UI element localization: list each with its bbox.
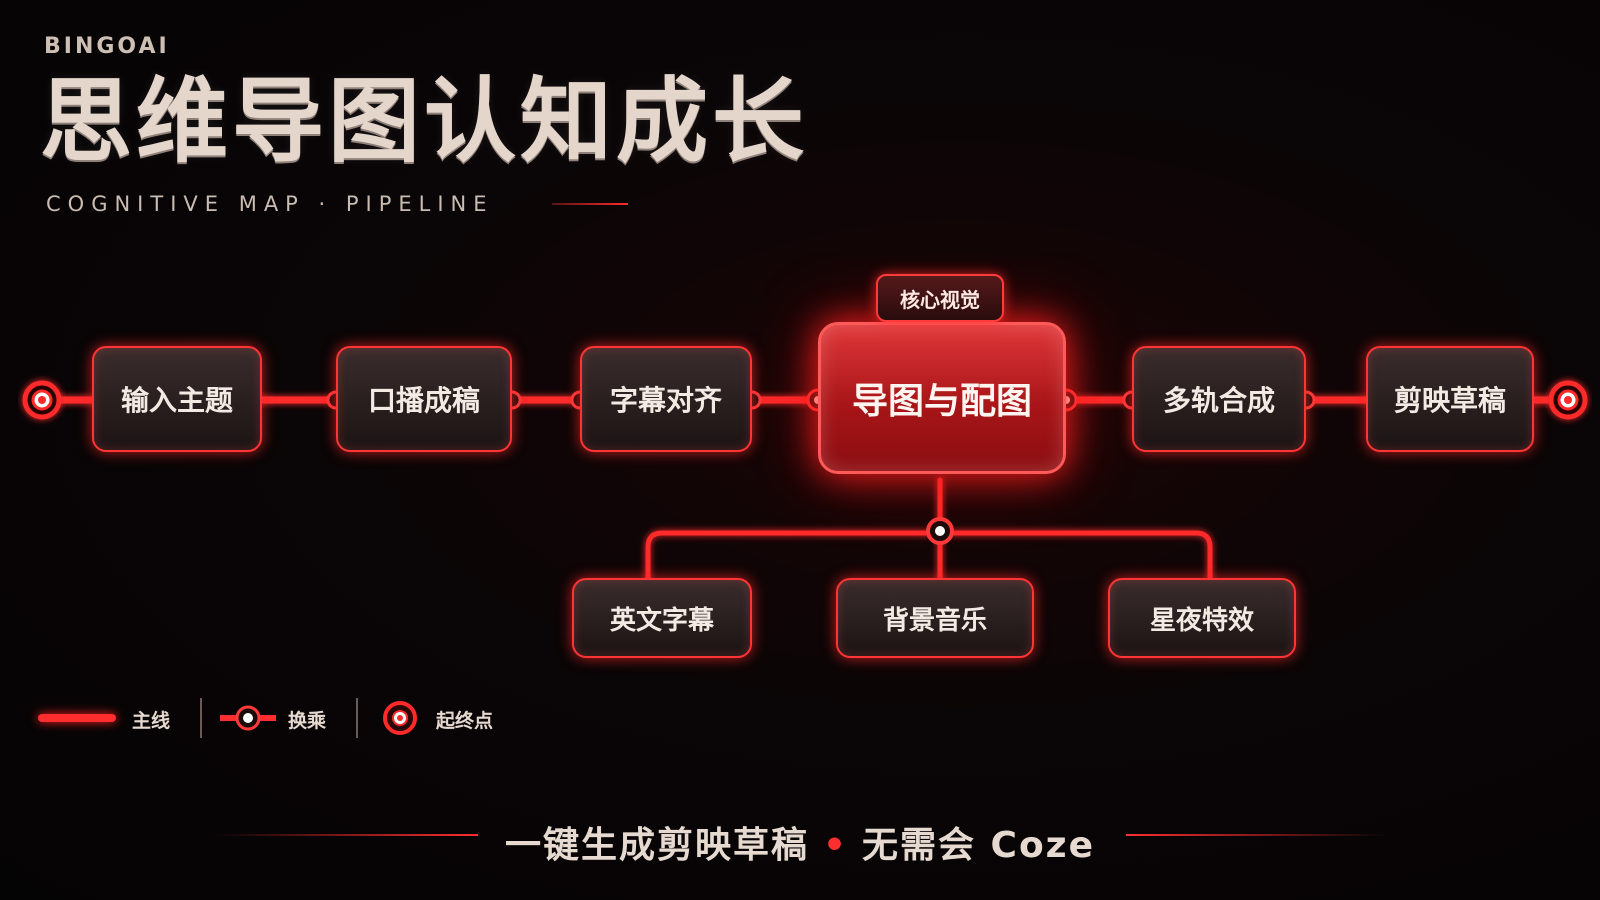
start-terminal (22, 380, 62, 420)
pipeline-node-jianying-draft: 剪映草稿 (1366, 346, 1534, 452)
footer-slogan: 一键生成剪映草稿 • 无需会 Coze (0, 816, 1600, 868)
pipeline-node-subtitle-align: 字幕对齐 (580, 346, 752, 452)
legend-transfer-label: 换乘 (288, 710, 327, 732)
pipeline-node-input-topic: 输入主题 (92, 346, 262, 452)
brand-name: BINGOAI (44, 34, 170, 59)
end-terminal (1548, 380, 1588, 420)
pipeline-node-multitrack: 多轨合成 (1132, 346, 1306, 452)
footer-dot: • (822, 825, 848, 866)
legend-mainline-swatch (38, 714, 116, 722)
legend-terminal-label: 起终点 (436, 710, 494, 732)
legend-terminal-icon (383, 701, 417, 735)
page-title: 思维导图认知成长 (40, 68, 809, 175)
pipeline-node-script: 口播成稿 (336, 346, 512, 452)
branch-node-english-subtitle: 英文字幕 (572, 578, 752, 658)
footer-slogan-part2: 无需会 Coze (861, 825, 1096, 866)
legend-divider (356, 698, 358, 738)
legend-divider (200, 698, 202, 738)
branch-left (645, 530, 943, 583)
subtitle-accent-line (552, 203, 628, 205)
branch-junction-center (935, 526, 945, 536)
legend-mainline-label: 主线 (132, 710, 171, 732)
footer-right-line (1126, 834, 1388, 836)
branch-node-bg-music: 背景音乐 (836, 578, 1034, 658)
branch-right (937, 530, 1213, 583)
branch-node-starry-effect: 星夜特效 (1108, 578, 1296, 658)
legend-transfer-icon (220, 705, 276, 731)
page-subtitle: COGNITIVE MAP · PIPELINE (46, 192, 494, 216)
footer-left-line (216, 834, 478, 836)
footer-slogan-part1: 一键生成剪映草稿 (504, 825, 809, 866)
core-visual-tag: 核心视觉 (876, 274, 1004, 322)
pipeline-node-core-mindmap: 导图与配图 (818, 322, 1066, 474)
